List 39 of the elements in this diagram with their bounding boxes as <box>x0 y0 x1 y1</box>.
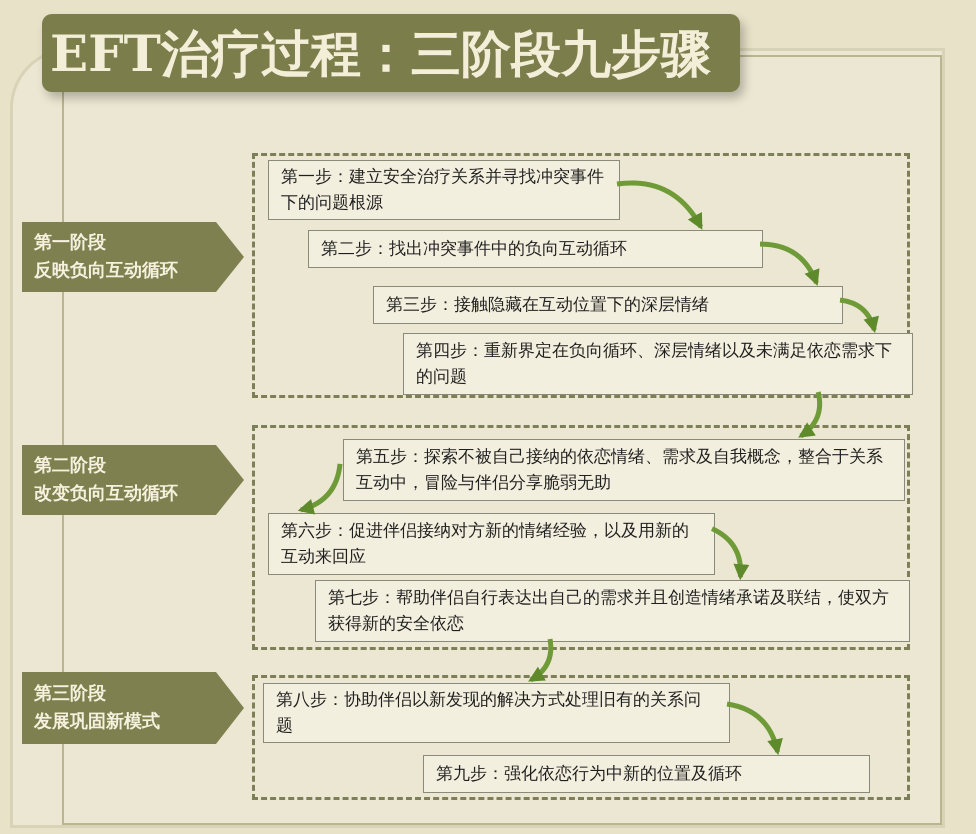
dashed-group-frame <box>252 675 910 800</box>
step-box <box>343 439 905 501</box>
curved-arrow <box>298 464 342 514</box>
step-box <box>315 580 910 642</box>
title: EFT治疗过程：三阶段九步骤 <box>50 22 711 84</box>
phase-tag <box>22 445 244 515</box>
step-box <box>403 333 913 395</box>
step-text: 第二步：找出冲突事件中的负向互动循环 <box>321 238 627 261</box>
curved-arrow <box>798 392 822 438</box>
curved-arrow <box>528 638 554 682</box>
curved-arrow <box>616 180 704 230</box>
step-box <box>373 286 843 324</box>
step-text: 第八步：协助伴侣以新发现的解决方式处理旧有的关系问题 <box>276 689 702 738</box>
dashed-group-frame <box>252 153 910 398</box>
phase-title: 第一阶段 <box>34 231 107 255</box>
phase-description: 发展巩固新模式 <box>34 710 161 734</box>
phase-title: 第二阶段 <box>34 454 107 478</box>
step-text: 第三步：接触隐藏在互动位置下的深层情绪 <box>386 294 709 317</box>
step-box <box>308 230 763 268</box>
phase-tag <box>22 672 244 744</box>
phase-title: 第三阶段 <box>34 682 107 706</box>
phase-description: 反映负向互动循环 <box>34 259 179 283</box>
curved-arrow <box>726 702 782 756</box>
phase-tag <box>22 222 244 292</box>
step-text: 第六步：促进伴侣接纳对方新的情绪经验，以及用新的互动来回应 <box>281 520 690 569</box>
curved-arrow <box>760 242 819 286</box>
step-text: 第四步：重新界定在负向循环、深层情绪以及未满足依恋需求下的问题 <box>416 340 893 389</box>
dashed-group-frame <box>252 425 910 650</box>
phase-description: 改变负向互动循环 <box>34 482 179 506</box>
step-box <box>268 513 715 575</box>
curved-arrow <box>710 526 749 580</box>
step-box <box>263 683 730 743</box>
step-box <box>423 755 870 793</box>
step-text: 第五步：探索不被自己接纳的依恋情绪、需求及自我概念，整合于关系互动中，冒险与伴侣分享脆弱无助 <box>356 446 884 495</box>
curved-arrow <box>840 298 878 334</box>
step-text: 第一步：建立安全治疗关系并寻找冲突事件下的问题根源 <box>281 166 605 215</box>
step-text: 第九步：强化依恋行为中新的位置及循环 <box>436 763 742 786</box>
step-text: 第七步：帮助伴侣自行表达出自己的需求并且创造情绪承诺及联结，使双方获得新的安全依恋 <box>328 587 890 636</box>
step-box <box>268 160 620 220</box>
